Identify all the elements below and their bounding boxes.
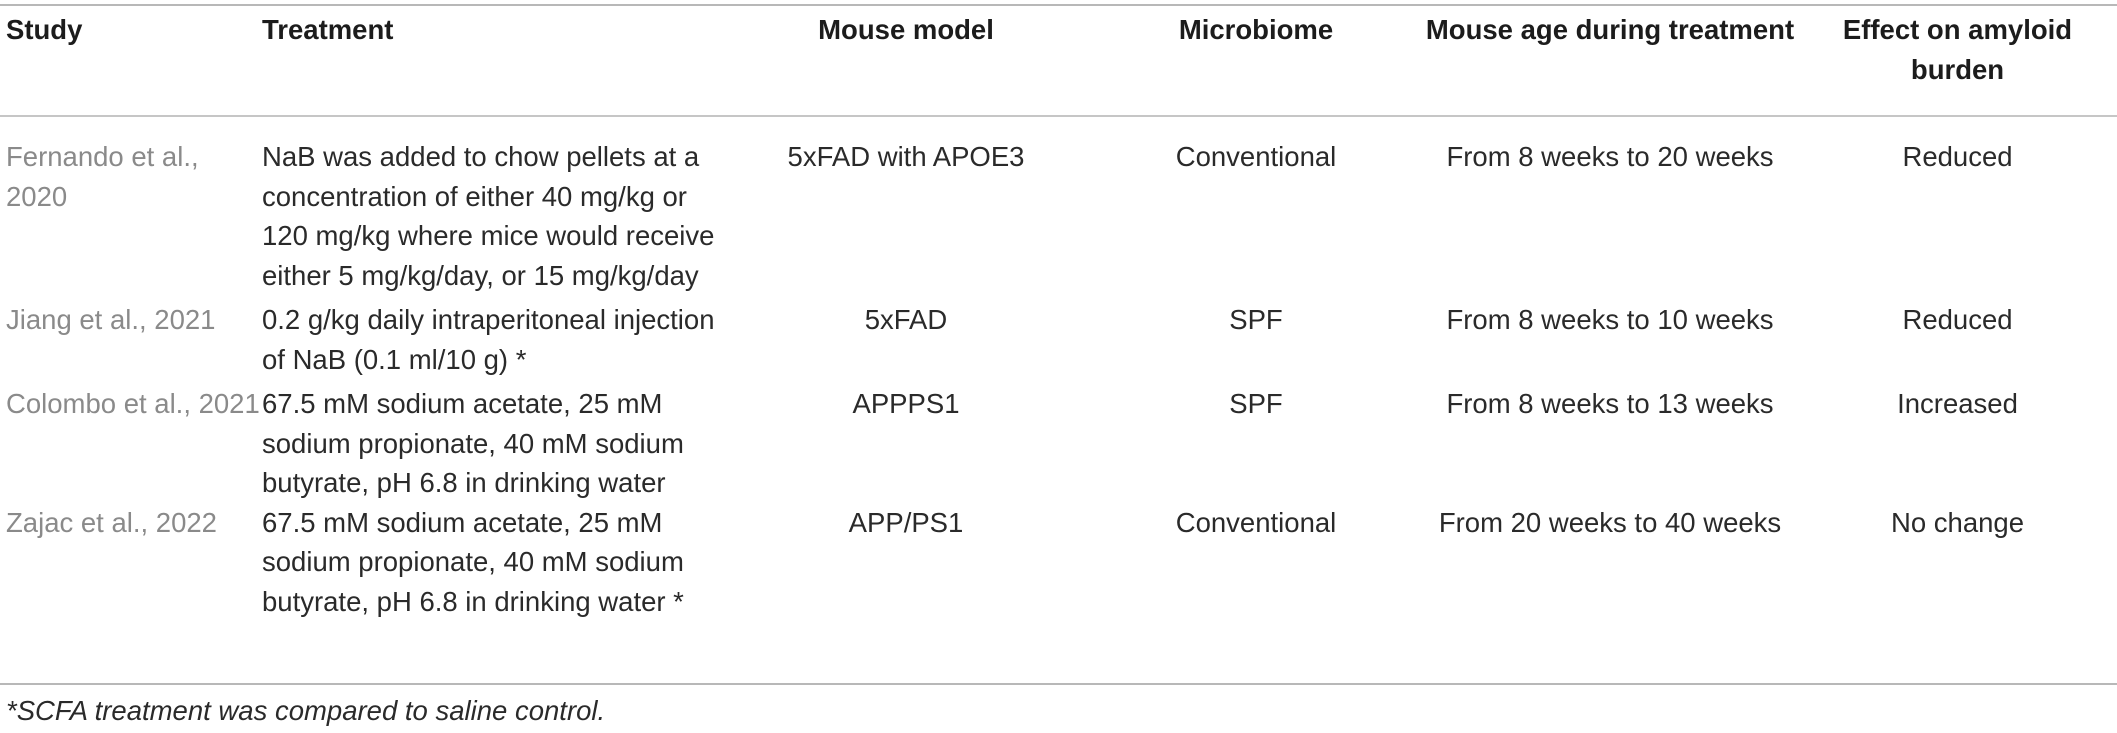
table-top-rule — [0, 4, 2117, 6]
header-mouse-age: Mouse age during treatment — [1425, 14, 1795, 45]
cell-study: Fernando et al., 2020 — [6, 141, 199, 212]
cell-effect: No change — [1890, 506, 2024, 538]
table-row: Zajac et al., 2022 67.5 mM sodium acetat… — [0, 503, 2117, 622]
cell-study: Colombo et al., 2021 — [6, 388, 260, 419]
cell-microbiome: SPF — [1229, 304, 1283, 335]
cell-mouse-model: APPPS1 — [852, 388, 960, 419]
header-study: Study — [6, 14, 83, 45]
cell-treatment: 67.5 mM sodium acetate, 25 mM sodium pro… — [262, 388, 684, 498]
cell-microbiome: SPF — [1229, 388, 1283, 419]
header-effect: Effect on amyloid burden — [1842, 14, 2073, 85]
header-microbiome: Microbiome — [1178, 14, 1334, 45]
table-footnote: *SCFA treatment was compared to saline c… — [6, 695, 606, 726]
cell-mouse-model: 5xFAD — [864, 304, 948, 335]
header-divider-rule — [0, 115, 2117, 117]
cell-effect: Reduced — [1902, 141, 2013, 172]
cell-treatment: 67.5 mM sodium acetate, 25 mM sodium pro… — [262, 506, 684, 617]
cell-effect: Increased — [1897, 388, 2018, 419]
table-row: Jiang et al., 2021 0.2 g/kg daily intrap… — [0, 300, 2117, 384]
cell-mouse-age: From 8 weeks to 13 weeks — [1446, 388, 1774, 419]
cell-mouse-age: From 8 weeks to 10 weeks — [1446, 304, 1774, 335]
cell-treatment: 0.2 g/kg daily intraperitoneal injection… — [262, 304, 715, 375]
cell-treatment: NaB was added to chow pellets at a conce… — [262, 141, 715, 291]
header-mouse-model: Mouse model — [818, 14, 994, 45]
studies-table: Study Treatment Mouse model Microbiome M… — [0, 10, 2117, 621]
cell-mouse-age: From 8 weeks to 20 weeks — [1446, 141, 1774, 172]
table-bottom-rule — [0, 683, 2117, 685]
cell-microbiome: Conventional — [1175, 141, 1337, 172]
cell-effect: Reduced — [1902, 304, 2013, 335]
cell-mouse-model: 5xFAD with APOE3 — [787, 141, 1025, 172]
cell-study: Zajac et al., 2022 — [6, 506, 217, 538]
table-row: Colombo et al., 2021 67.5 mM sodium acet… — [0, 384, 2117, 503]
cell-microbiome: Conventional — [1175, 506, 1337, 538]
table-row: Fernando et al., 2020 NaB was added to c… — [0, 115, 2117, 300]
cell-mouse-age: From 20 weeks to 40 weeks — [1438, 506, 1782, 538]
table-header-row: Study Treatment Mouse model Microbiome M… — [0, 10, 2117, 115]
header-treatment: Treatment — [262, 14, 394, 45]
cell-mouse-model: APP/PS1 — [848, 506, 964, 538]
cell-study: Jiang et al., 2021 — [6, 304, 216, 335]
